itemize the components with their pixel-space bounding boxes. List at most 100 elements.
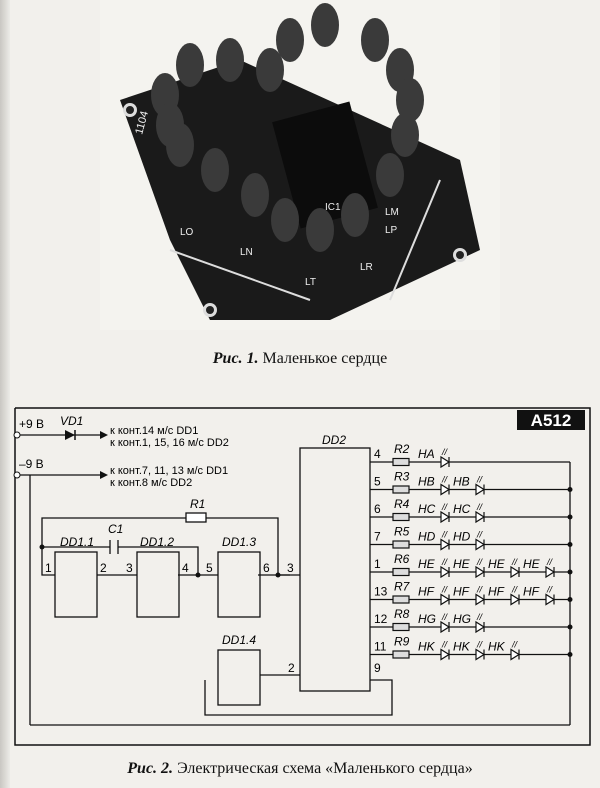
led-label: HF: [488, 585, 505, 599]
led-diode-icon: [440, 483, 451, 496]
output-pin-label: 11: [374, 640, 387, 654]
resistor-r5: [392, 540, 410, 549]
dd13-label: DD1.3: [222, 535, 256, 549]
light-emission-icon: //: [441, 475, 449, 485]
svg-text:LM: LM: [385, 207, 399, 218]
light-emission-icon: //: [441, 612, 449, 622]
output-pin-label: 5: [374, 475, 381, 489]
led-diode-icon: [475, 593, 486, 606]
resistor-r2: [392, 457, 410, 467]
pcb-photo: 1104 IC1 LM LP LR LT LN LO: [100, 0, 500, 330]
circuit-schematic: A512 +9 В –9 В VD1 к конт.14 м/с DD1 к к…: [13, 407, 591, 746]
resistor-label: R2: [394, 442, 410, 456]
led-label: HF: [453, 585, 470, 599]
resistor-r7: [392, 595, 410, 604]
led-diode-icon: [440, 565, 451, 579]
light-emission-icon: //: [476, 502, 484, 512]
pin-label: 3: [126, 561, 133, 575]
figure1-caption-label: Рис. 1.: [212, 350, 259, 367]
figure2-caption-text: Электрическая схема «Маленького сердца»: [177, 760, 473, 777]
light-emission-icon: //: [441, 585, 449, 595]
light-emission-icon: //: [511, 585, 519, 595]
svg-text:1104: 1104: [133, 110, 151, 136]
led-diode-icon: [475, 510, 486, 524]
resistor-label: R8: [394, 607, 410, 621]
junction-dot: [567, 514, 573, 520]
light-emission-icon: //: [546, 557, 554, 567]
led-label: HF: [523, 585, 540, 599]
light-emission-icon: //: [476, 640, 484, 650]
minus-note-1: к конт.7, 11, 13 м/с DD1: [110, 465, 228, 477]
svg-text:LT: LT: [305, 277, 316, 288]
led-ring: [151, 3, 424, 252]
c1-label: C1: [108, 522, 123, 536]
led-diode-icon: [440, 455, 451, 469]
svg-text:LR: LR: [360, 262, 373, 273]
led-label: HD: [453, 530, 471, 544]
led-diode-icon: [510, 565, 521, 579]
junction-dot: [567, 569, 573, 575]
led-label: HE: [523, 557, 541, 571]
led-label: HE: [488, 557, 506, 571]
resistor-label: R3: [394, 470, 410, 484]
led-label: HK: [488, 640, 506, 654]
junction-dot: [567, 542, 573, 547]
junction-dot: [567, 652, 573, 657]
figure2-caption-label: Рис. 2.: [127, 760, 174, 777]
light-emission-icon: //: [476, 585, 484, 595]
resistor-r6: [392, 567, 410, 577]
output-pin-label: 4: [374, 447, 381, 461]
led-label: HE: [418, 557, 436, 571]
junction-dot: [567, 487, 573, 492]
led-label: HB: [453, 475, 470, 489]
led-label: HK: [453, 640, 471, 654]
led-diode-icon: [545, 593, 556, 606]
light-emission-icon: //: [441, 447, 449, 457]
light-emission-icon: //: [511, 557, 519, 567]
dd2-label: DD2: [322, 433, 346, 447]
resistor-r3: [392, 485, 410, 494]
resistor-label: R9: [394, 635, 410, 649]
resistor-label: R4: [394, 497, 410, 511]
junction-dot: [567, 624, 573, 630]
resistor-r4: [392, 512, 410, 522]
light-emission-icon: //: [511, 640, 519, 650]
led-label: HD: [418, 530, 436, 544]
led-label: HA: [418, 447, 435, 461]
led-diode-icon: [440, 620, 451, 634]
svg-text:LN: LN: [240, 247, 253, 258]
figure-badge-bg: [517, 410, 585, 430]
resistor-r9: [392, 650, 410, 659]
led-diode-icon: [440, 593, 451, 606]
light-emission-icon: //: [476, 475, 484, 485]
led-diode-icon: [440, 538, 451, 551]
led-diode-icon: [545, 565, 556, 579]
output-pin-label: 12: [374, 612, 388, 626]
led-diode-icon: [510, 648, 521, 661]
led-label: HF: [418, 585, 435, 599]
led-diode-icon: [510, 593, 521, 606]
light-emission-icon: //: [441, 530, 449, 540]
light-emission-icon: //: [441, 640, 449, 650]
led-diode-icon: [475, 565, 486, 579]
led-diode-icon: [440, 510, 451, 524]
pin-label: 3: [287, 561, 294, 575]
resistor-r8: [392, 622, 410, 632]
led-label: HK: [418, 640, 436, 654]
r1-label: R1: [190, 497, 205, 511]
output-pin-label: 7: [374, 530, 381, 544]
plus-note-2: к конт.1, 15, 16 м/с DD2: [110, 437, 229, 449]
figure1-caption-text: Маленькое сердце: [262, 350, 388, 367]
figure-badge: A512: [531, 411, 572, 430]
dd12-label: DD1.2: [140, 535, 174, 549]
dd11-label: DD1.1: [60, 535, 94, 549]
svg-text:LO: LO: [180, 227, 194, 238]
junction-dot: [567, 597, 573, 602]
minus-9v-label: –9 В: [19, 457, 44, 471]
led-label: HG: [453, 612, 471, 626]
output-pin-label: 1: [374, 557, 381, 571]
plus-9v-label: +9 В: [19, 417, 44, 431]
led-diode-icon: [475, 483, 486, 496]
output-pin-label: 13: [374, 585, 388, 599]
pin-label: 1: [45, 561, 52, 575]
